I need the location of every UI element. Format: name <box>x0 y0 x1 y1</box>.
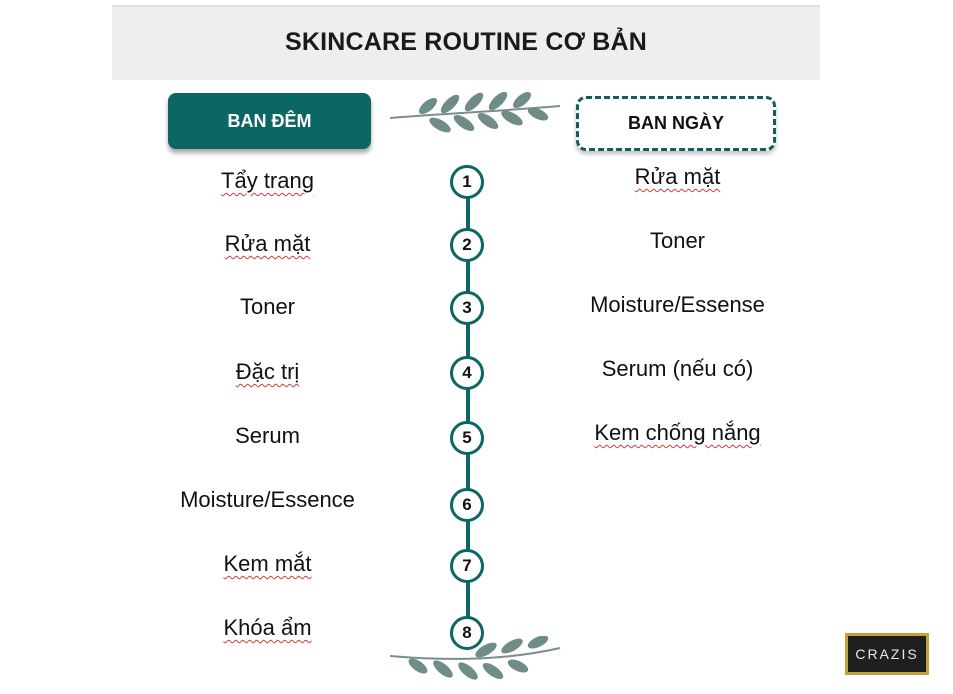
step-number: 2 <box>450 228 484 262</box>
night-step: Tẩy trang <box>221 168 314 193</box>
night-step: Toner <box>239 294 296 319</box>
step-number: 6 <box>450 488 484 522</box>
step-number: 4 <box>450 356 484 390</box>
night-step: Đặc trị <box>235 359 300 384</box>
day-step: Moisture/Essense <box>590 292 765 317</box>
night-step: Khóa ẩm <box>223 615 312 640</box>
brand-logo: CRAZIS <box>845 633 929 675</box>
night-step: Moisture/Essence <box>180 487 355 512</box>
night-step: Kem mắt <box>223 551 312 576</box>
page-title: SKINCARE ROUTINE CƠ BẢN <box>284 28 648 56</box>
step-number: 3 <box>450 291 484 325</box>
step-number: 1 <box>450 165 484 199</box>
timeline-line <box>466 190 470 630</box>
night-routine-header: BAN ĐÊM <box>168 93 371 149</box>
day-step: Kem chống nắng <box>594 420 761 445</box>
title-bar: SKINCARE ROUTINE CƠ BẢN <box>112 5 820 80</box>
day-step: Rửa mặt <box>634 164 721 189</box>
day-routine-header: BAN NGÀY <box>576 96 776 151</box>
day-step: Serum (nếu có) <box>601 356 754 381</box>
day-step: Toner <box>649 228 706 253</box>
night-step: Rửa mặt <box>224 231 311 256</box>
night-step: Serum <box>235 423 300 448</box>
step-number: 8 <box>450 616 484 650</box>
leaf-branch-top-icon <box>389 92 561 133</box>
step-number: 7 <box>450 549 484 583</box>
leaf-branch-bottom-icon <box>389 636 561 680</box>
step-number: 5 <box>450 421 484 455</box>
